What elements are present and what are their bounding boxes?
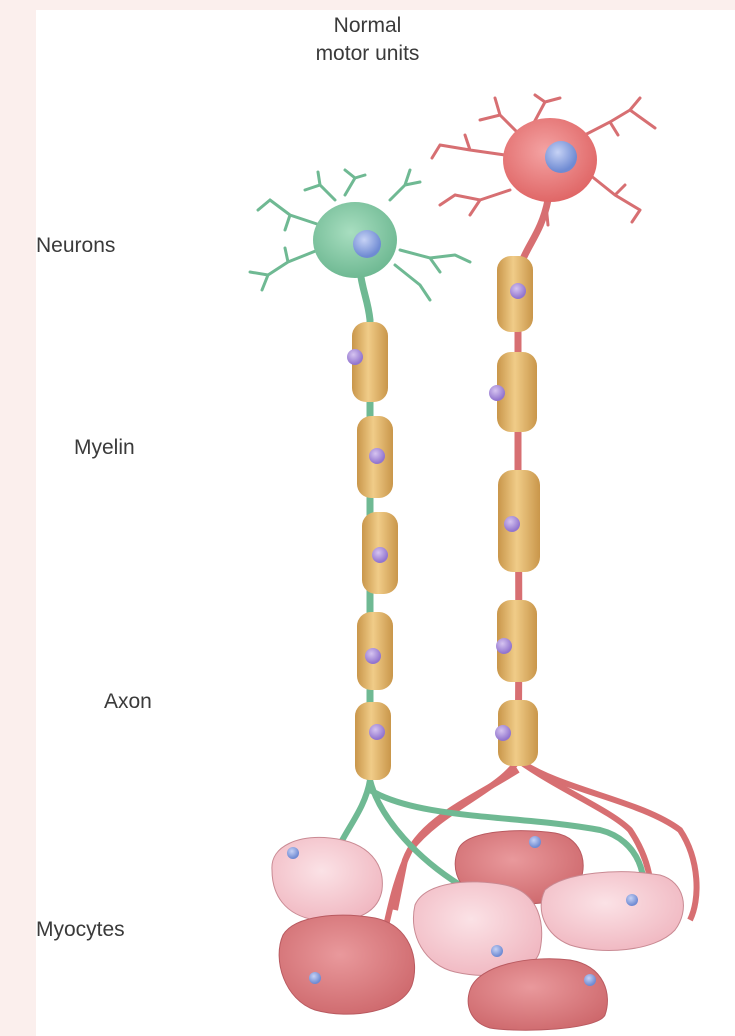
schwann-nucleus xyxy=(347,349,363,365)
red-neuron-nucleus xyxy=(545,141,577,173)
green-neuron-nucleus xyxy=(353,230,381,258)
schwann-nucleus xyxy=(369,724,385,740)
schwann-nucleus xyxy=(504,516,520,532)
myelin-sheaths-green-axon xyxy=(347,322,398,780)
myocyte-3 xyxy=(541,872,683,951)
schwann-nucleus xyxy=(496,638,512,654)
schwann-nucleus xyxy=(372,547,388,563)
schwann-nucleus xyxy=(489,385,505,401)
schwann-nucleus xyxy=(495,725,511,741)
schwann-nucleus xyxy=(510,283,526,299)
myocyte-5 xyxy=(279,915,414,1014)
schwann-nucleus xyxy=(365,648,381,664)
schwann-nucleus xyxy=(369,448,385,464)
myocytes xyxy=(272,831,684,1031)
myelin-segment xyxy=(355,702,391,780)
